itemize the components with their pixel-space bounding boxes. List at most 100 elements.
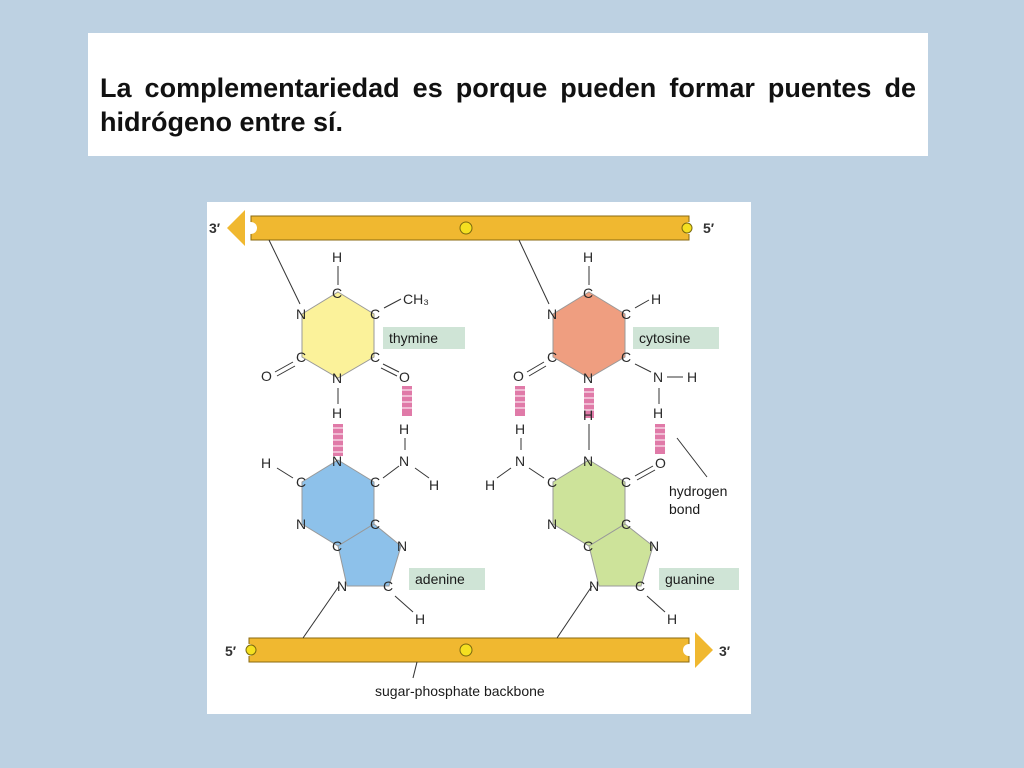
cytosine-atom-o: O [513, 368, 524, 384]
bottom-bar-notch-right [683, 644, 695, 656]
adenine-sugar-link [302, 585, 340, 639]
thymine-sugar-link [268, 239, 301, 305]
thymine-atom-c2: C [370, 306, 380, 322]
guanine-label-box [659, 568, 739, 590]
backbone-label-leader [412, 661, 418, 679]
adenine-bond-cn [382, 465, 400, 479]
bottom-backbone-bar [248, 637, 690, 663]
thymine-atom-h-top: H [332, 249, 342, 265]
thymine-atom-c3: C [370, 349, 380, 365]
adenine-atom-n1: N [332, 453, 342, 469]
adenine-atom-h-amino-up: H [399, 421, 409, 437]
guanine-atom-h-bottom: H [667, 611, 677, 627]
guanine-atom-h-amino-left: H [485, 477, 495, 493]
top-strand-right-end: 5′ [703, 220, 715, 236]
guanine-bond-co-a [634, 465, 654, 477]
hbond-cg-2 [584, 388, 594, 418]
guanine-atom-h-amino-up: H [515, 421, 525, 437]
guanine-atom-n1: N [583, 453, 593, 469]
thymine-label-box [383, 327, 465, 349]
adenine-atom-n7: N [397, 538, 407, 554]
hbond-cg-3 [655, 424, 665, 454]
adenine-atom-h-bottom: H [415, 611, 425, 627]
guanine-atom-c4: C [583, 538, 593, 554]
thymine-atom-c4: C [296, 349, 306, 365]
phosphate-bottom-left [245, 644, 257, 656]
phosphate-top-right [681, 222, 693, 234]
backbone-label: sugar-phosphate backbone [375, 683, 545, 699]
cytosine-atom-h-top: H [583, 249, 593, 265]
bottom-strand-left-end: 5′ [225, 643, 237, 659]
cytosine-bond-cn [634, 363, 652, 373]
hbond-cg-1 [515, 386, 525, 416]
cytosine-bond-co-b [528, 365, 547, 377]
guanine-bond-c8h [646, 595, 666, 613]
top-backbone: 3′ 5′ [209, 210, 715, 246]
guanine-atom-n-amino: N [515, 453, 525, 469]
adenine-molecule: N C C H N C C N C N H N H H adenine [261, 421, 485, 627]
hbond-at-2 [402, 386, 412, 416]
cytosine-bond-ch-right [634, 299, 650, 309]
thymine-molecule: H C C CH₃ N C C N O O H thymine [261, 249, 465, 421]
adenine-atom-h-left: H [261, 455, 271, 471]
adenine-bond-ch [276, 467, 294, 479]
thymine-bond-ch3 [383, 298, 402, 309]
bottom-backbone: 5′ 3′ sugar-phosphate backbone [225, 632, 731, 699]
guanine-atom-n9: N [589, 578, 599, 594]
top-strand-left-end: 3′ [209, 220, 221, 236]
adenine-atom-c5: C [370, 516, 380, 532]
guanine-atom-o: O [655, 455, 666, 471]
cytosine-atom-n1: N [547, 306, 557, 322]
adenine-bond-c8h [394, 595, 414, 613]
cytosine-atom-n2: N [583, 370, 593, 386]
cytosine-atom-c3: C [621, 349, 631, 365]
adenine-five-ring [337, 523, 402, 587]
hbond-at-2-bar [402, 386, 412, 416]
top-bar-notch-left [245, 222, 257, 234]
guanine-atom-n3: N [547, 516, 557, 532]
cytosine-bond-co-a [526, 361, 545, 373]
bottom-arrow-head [695, 632, 713, 668]
adenine-atom-c-amino: C [370, 474, 380, 490]
thymine-atom-o-right: O [399, 369, 410, 385]
cytosine-sugar-link [518, 239, 550, 305]
guanine-atom-c2: C [547, 474, 557, 490]
guanine-atom-h-n1: H [583, 407, 593, 423]
cytosine-label: cytosine [639, 330, 691, 346]
adenine-bond-nh-right [414, 467, 430, 479]
thymine-atom-h-bottom: H [332, 405, 342, 421]
guanine-sugar-link [556, 585, 593, 639]
hbond-cg-2-bar [584, 388, 594, 418]
dna-base-pair-figure: 3′ 5′ 5′ 3′ sugar-phosphate backbone H C [207, 202, 751, 714]
cytosine-ring [552, 291, 626, 379]
adenine-atom-n-amino: N [399, 453, 409, 469]
adenine-atom-c8: C [383, 578, 393, 594]
slide-title: La complementariedad es porque pueden fo… [100, 73, 916, 137]
thymine-atom-n1: N [296, 306, 306, 322]
thymine-atom-c1: C [332, 285, 342, 301]
cytosine-atom-h-amino-right: H [687, 369, 697, 385]
hbond-label-leader [676, 437, 708, 478]
cytosine-atom-h-right: H [651, 291, 661, 307]
thymine-ring [301, 291, 375, 379]
guanine-bond-co-b [636, 469, 656, 481]
adenine-atom-n9: N [337, 578, 347, 594]
hbond-label-line1: hydrogen [669, 483, 727, 499]
adenine-atom-h-amino-right: H [429, 477, 439, 493]
hbond-cg-1-bar [515, 386, 525, 416]
thymine-bond-co-right-b [380, 367, 398, 377]
hbond-cg-3-bar [655, 424, 665, 454]
base-pairing-diagram: 3′ 5′ 5′ 3′ sugar-phosphate backbone H C [209, 210, 739, 699]
guanine-atom-n7: N [649, 538, 659, 554]
adenine-atom-n3: N [296, 516, 306, 532]
thymine-atom-o-left: O [261, 368, 272, 384]
guanine-bond-cn [528, 467, 545, 479]
cytosine-atom-c2: C [621, 306, 631, 322]
phosphate-top-middle [459, 221, 473, 235]
guanine-atom-c6: C [621, 474, 631, 490]
thymine-atom-ch3: CH₃ [403, 291, 429, 307]
thymine-atom-n2: N [332, 370, 342, 386]
guanine-atom-c8: C [635, 578, 645, 594]
adenine-label: adenine [415, 571, 465, 587]
top-arrow-head [227, 210, 245, 246]
